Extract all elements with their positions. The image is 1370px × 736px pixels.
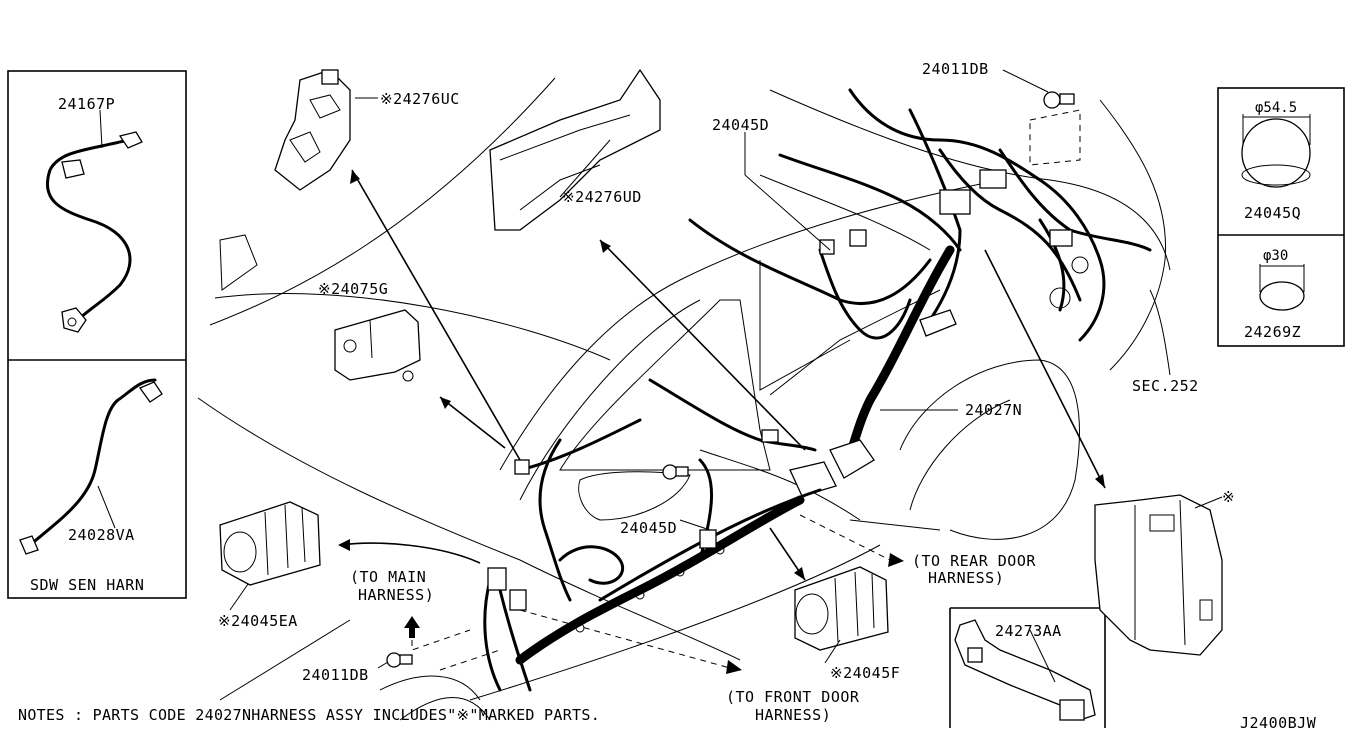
label-24075g: ※24075G <box>318 280 388 298</box>
label-24011db-bot: 24011DB <box>302 666 369 684</box>
label-sdw-sen-harn: SDW SEN HARN <box>30 576 144 594</box>
protector-24045f <box>794 566 889 651</box>
label-24011db-top: 24011DB <box>922 60 989 78</box>
label-sec252: SEC.252 <box>1132 377 1199 395</box>
label-to-front-1: (TO FRONT DOOR <box>726 688 860 706</box>
protector-24045ea <box>219 501 321 586</box>
label-24027n: 24027N <box>965 401 1022 419</box>
roof-harness <box>688 88 1152 342</box>
vehicle-body-outline <box>197 77 1171 721</box>
main-harness-24027n <box>515 245 955 665</box>
label-to-rear-1: (TO REAR DOOR <box>912 552 1036 570</box>
bracket-24276ud <box>489 68 661 231</box>
grommet-box <box>1217 87 1345 347</box>
label-to-rear-2: HARNESS) <box>928 569 1004 587</box>
diagram-code: J2400BJW <box>1240 714 1317 732</box>
label-24045q: 24045Q <box>1244 204 1301 222</box>
label-24273aa: 24273AA <box>995 622 1062 640</box>
bracket-24276uc <box>274 69 351 191</box>
label-to-main-1: (TO MAIN <box>350 568 426 586</box>
bracket-24273aa-box <box>949 607 1106 728</box>
label-asterisk: ※ <box>1222 488 1235 506</box>
cover-asterisk-part <box>1094 494 1223 656</box>
label-24045ea: ※24045EA <box>218 612 298 630</box>
label-24276uc: ※24276UC <box>380 90 460 108</box>
pillar-harness <box>483 378 817 692</box>
label-24045f: ※24045F <box>830 664 900 682</box>
notes-text: NOTES : PARTS CODE 24027NHARNESS ASSY IN… <box>18 706 600 724</box>
bolt-24011db-top <box>1043 91 1075 109</box>
arrows <box>338 169 1106 674</box>
label-dia-30: φ30 <box>1263 248 1288 264</box>
label-24045d-top: 24045D <box>712 116 769 134</box>
label-24167p: 24167P <box>58 95 115 113</box>
clip-24045d-mid <box>662 464 689 480</box>
label-24269z: 24269Z <box>1244 323 1301 341</box>
label-to-front-2: HARNESS) <box>755 706 831 724</box>
bracket-24075g <box>334 309 421 382</box>
label-24045d-mid: 24045D <box>620 519 677 537</box>
sdw-sen-harn-box <box>7 70 187 599</box>
leader-lines <box>229 69 1223 683</box>
bolt-24011db-bot <box>386 652 413 668</box>
label-24028va: 24028VA <box>68 526 135 544</box>
label-dia-545: φ54.5 <box>1255 100 1297 116</box>
label-to-main-2: HARNESS) <box>358 586 434 604</box>
label-24276ud: ※24276UD <box>562 188 642 206</box>
